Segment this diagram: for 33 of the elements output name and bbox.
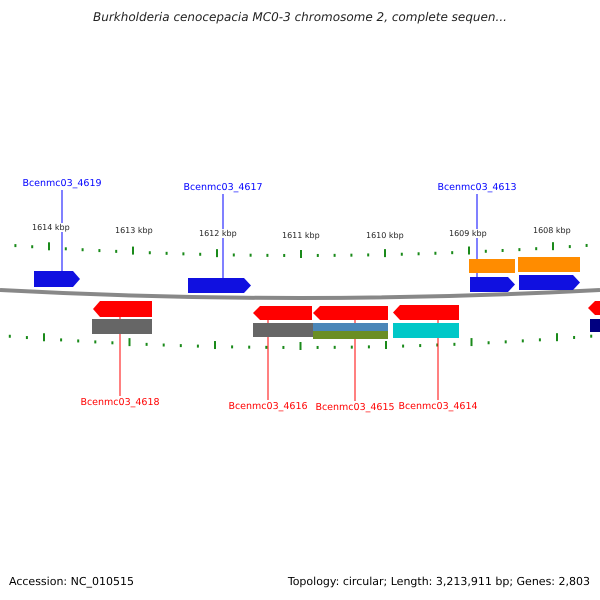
gene-feature xyxy=(253,323,313,337)
scale-label: 1614 kbp xyxy=(32,223,70,232)
accession-text: Accession: NC_010515 xyxy=(9,575,134,588)
gene-label: Bcenmc03_4618 xyxy=(80,396,160,409)
gene-feature xyxy=(518,257,580,272)
leader-line xyxy=(222,194,224,278)
gene-feature xyxy=(313,331,388,339)
scale-label: 1612 kbp xyxy=(199,229,237,238)
scale-label: 1613 kbp xyxy=(115,226,153,235)
gene-feature xyxy=(188,278,251,293)
gene-feature xyxy=(469,259,515,273)
gene-feature xyxy=(313,306,388,320)
gene-feature xyxy=(393,305,459,320)
gene-label: Bcenmc03_4613 xyxy=(437,181,517,194)
scale-label: 1609 kbp xyxy=(449,229,487,238)
map-title: Burkholderia cenocepacia MC0-3 chromosome 2, complete sequen... xyxy=(92,10,508,24)
gene-feature xyxy=(393,323,459,338)
gene-label: Bcenmc03_4616 xyxy=(228,400,308,413)
gene-feature xyxy=(519,275,580,290)
gene-label: Bcenmc03_4617 xyxy=(183,181,263,194)
gene-label: Bcenmc03_4614 xyxy=(398,400,478,413)
gene-label: Bcenmc03_4615 xyxy=(315,401,395,414)
scale-label: 1608 kbp xyxy=(533,226,571,235)
scale-label: 1611 kbp xyxy=(282,231,320,240)
gene-feature xyxy=(92,319,152,334)
gene-feature xyxy=(34,271,80,287)
gene-feature xyxy=(470,277,515,292)
gene-feature xyxy=(313,323,388,331)
gene-label: Bcenmc03_4619 xyxy=(22,177,102,190)
scale-label: 1610 kbp xyxy=(366,231,404,240)
gene-feature xyxy=(253,306,312,320)
genome-stats: Topology: circular; Length: 3,213,911 bp; Genes: 2,803 xyxy=(288,575,590,588)
gene-feature xyxy=(93,301,152,317)
